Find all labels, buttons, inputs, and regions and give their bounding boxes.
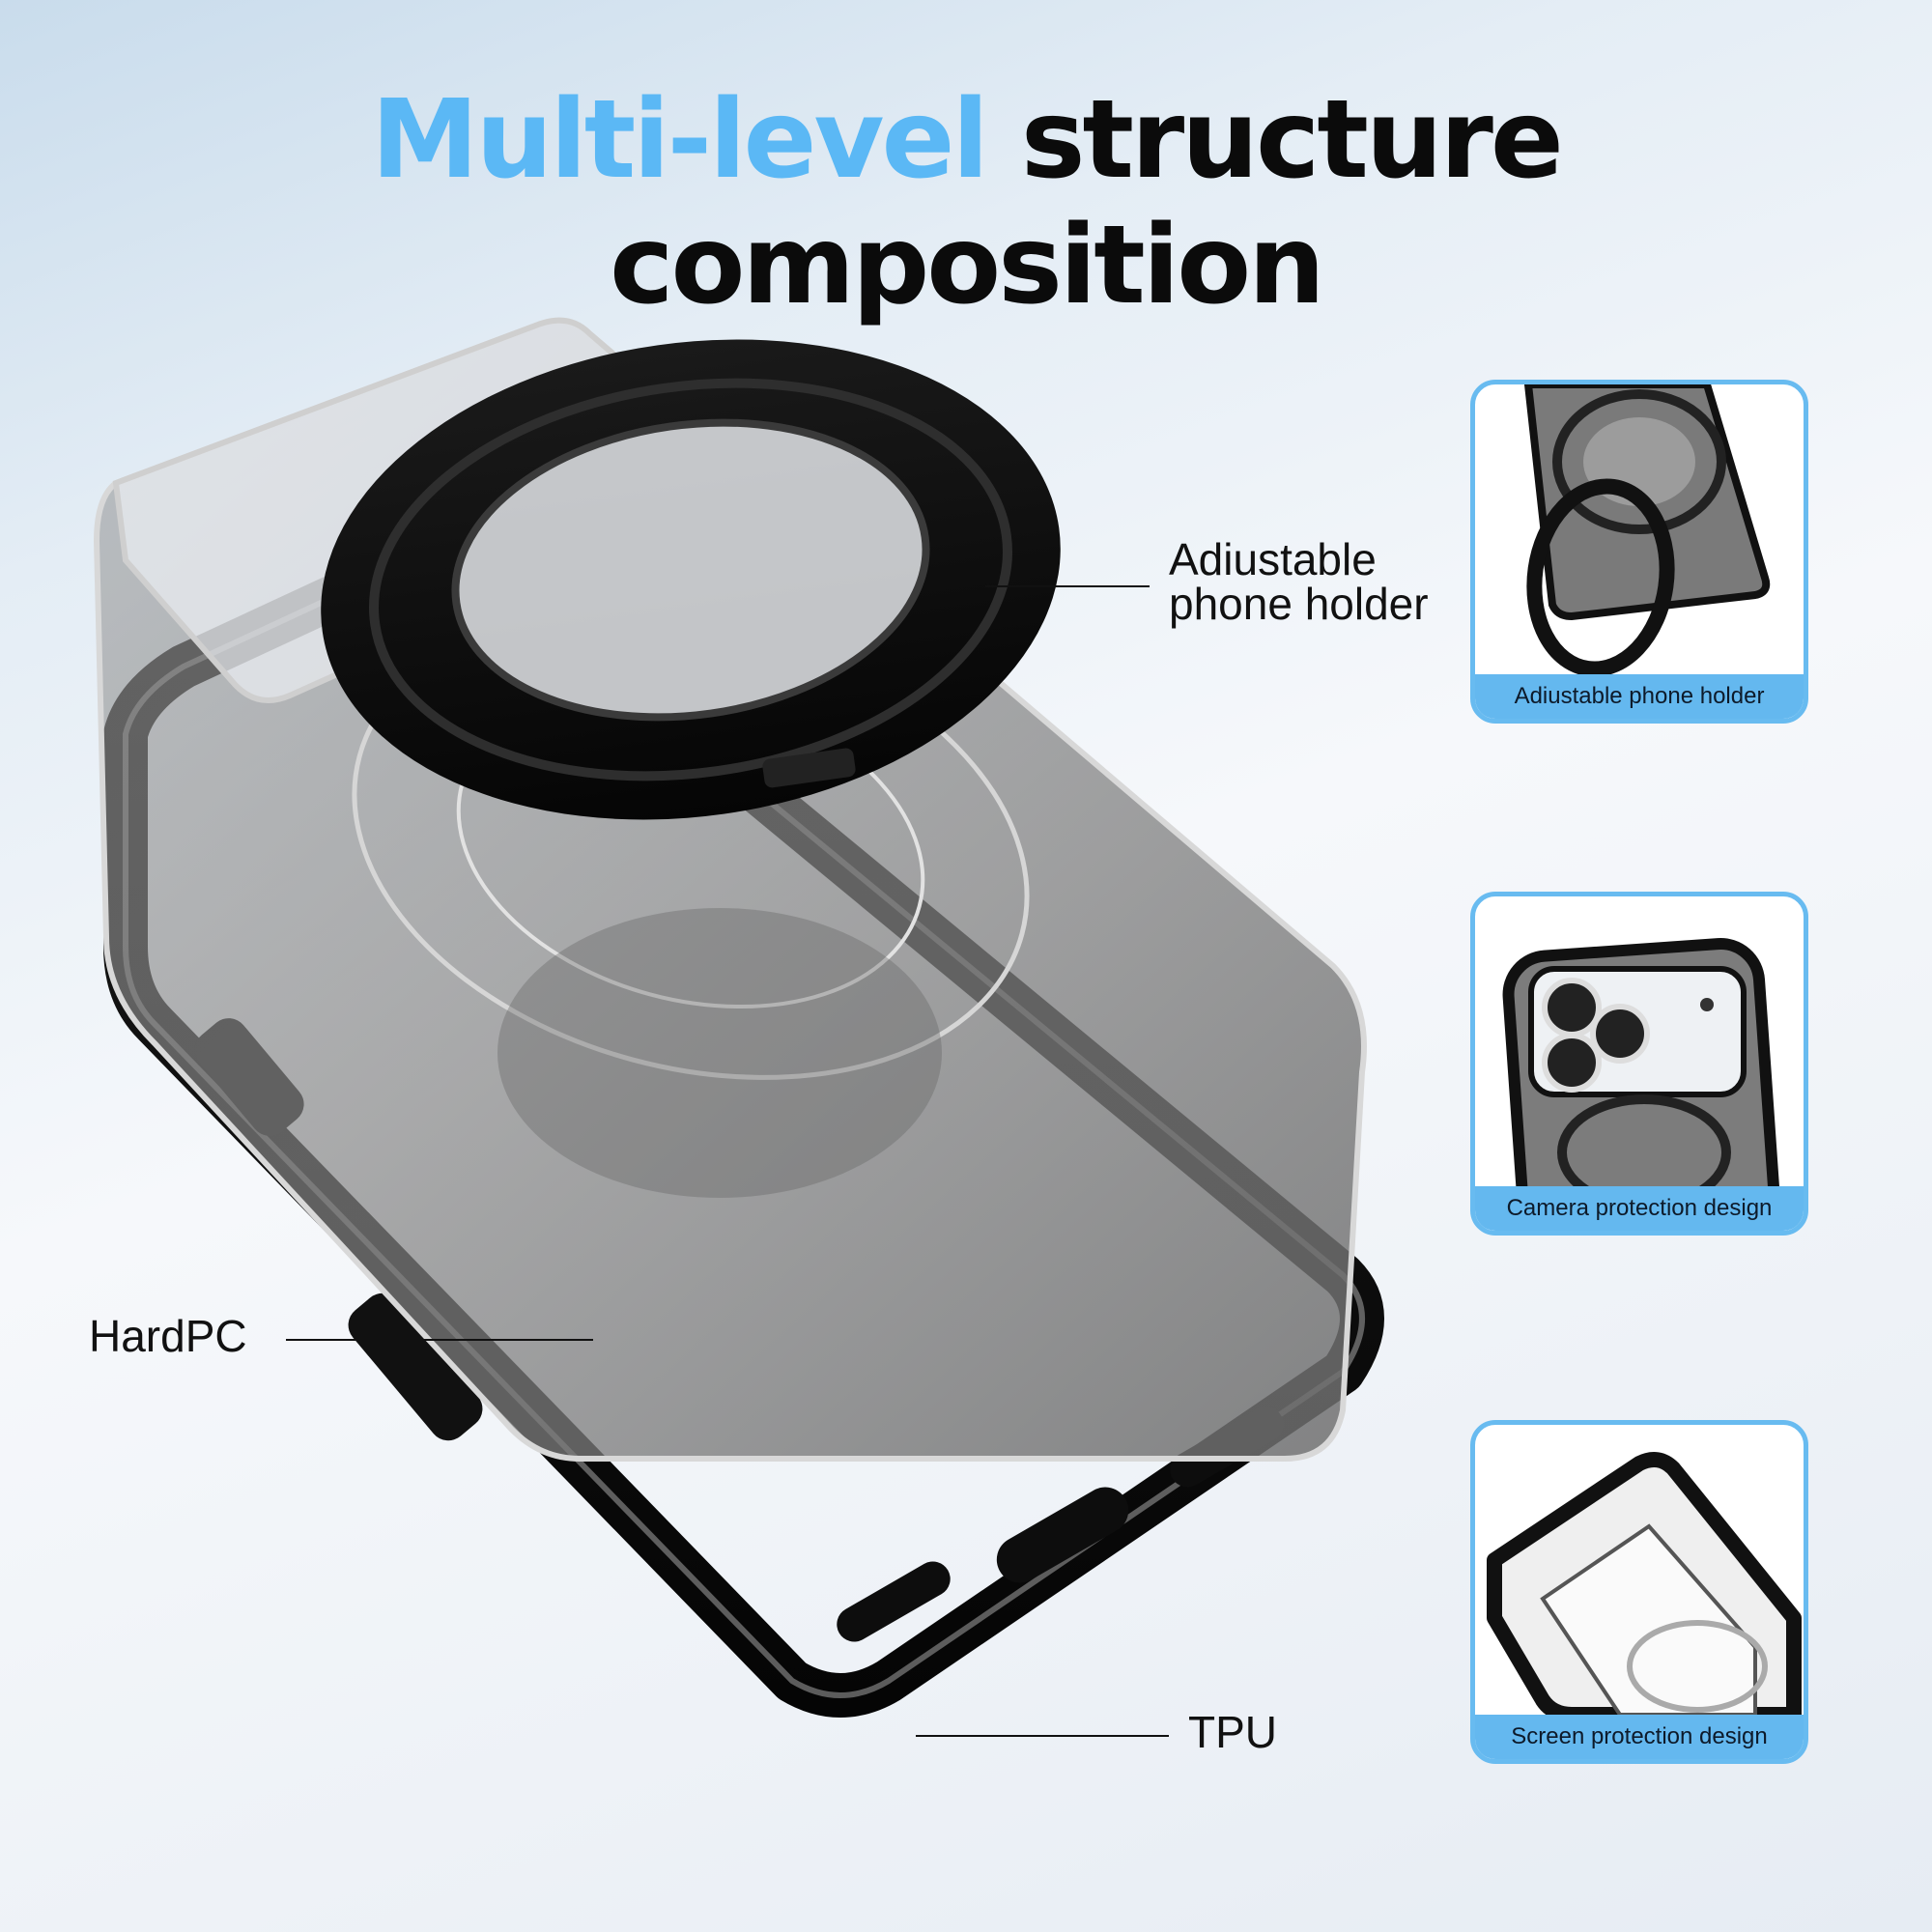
holder-callout-line1: Adiustable [1169, 534, 1377, 584]
hardpc-leader-line [286, 1339, 593, 1341]
panel-caption-screen: Screen protection design [1475, 1715, 1804, 1759]
screen-protection-image [1487, 1452, 1802, 1715]
panel-caption-holder: Adiustable phone holder [1475, 674, 1804, 719]
holder-leader-line [985, 585, 1150, 587]
feature-panel-holder: Adiustable phone holder [1470, 380, 1808, 724]
feature-panel-camera: Camera protection design [1470, 892, 1808, 1236]
feature-panel-screen: Screen protection design [1470, 1420, 1808, 1764]
holder-callout: Adiustable phone holder [1169, 537, 1429, 626]
holder-callout-line2: phone holder [1169, 579, 1429, 629]
title-rest: structure composition [610, 77, 1564, 328]
camera-protection-image [1502, 937, 1780, 1186]
title-highlight: Multi-level [371, 77, 989, 203]
holder-stand-image [1523, 384, 1771, 674]
ring-holder [321, 339, 1061, 820]
panel-caption-camera: Camera protection design [1475, 1186, 1804, 1231]
tpu-callout: TPU [1188, 1707, 1277, 1757]
tpu-leader-line [916, 1735, 1169, 1737]
hardpc-callout: HardPC [89, 1311, 247, 1361]
page-title: Multi-level structure composition [0, 77, 1932, 328]
